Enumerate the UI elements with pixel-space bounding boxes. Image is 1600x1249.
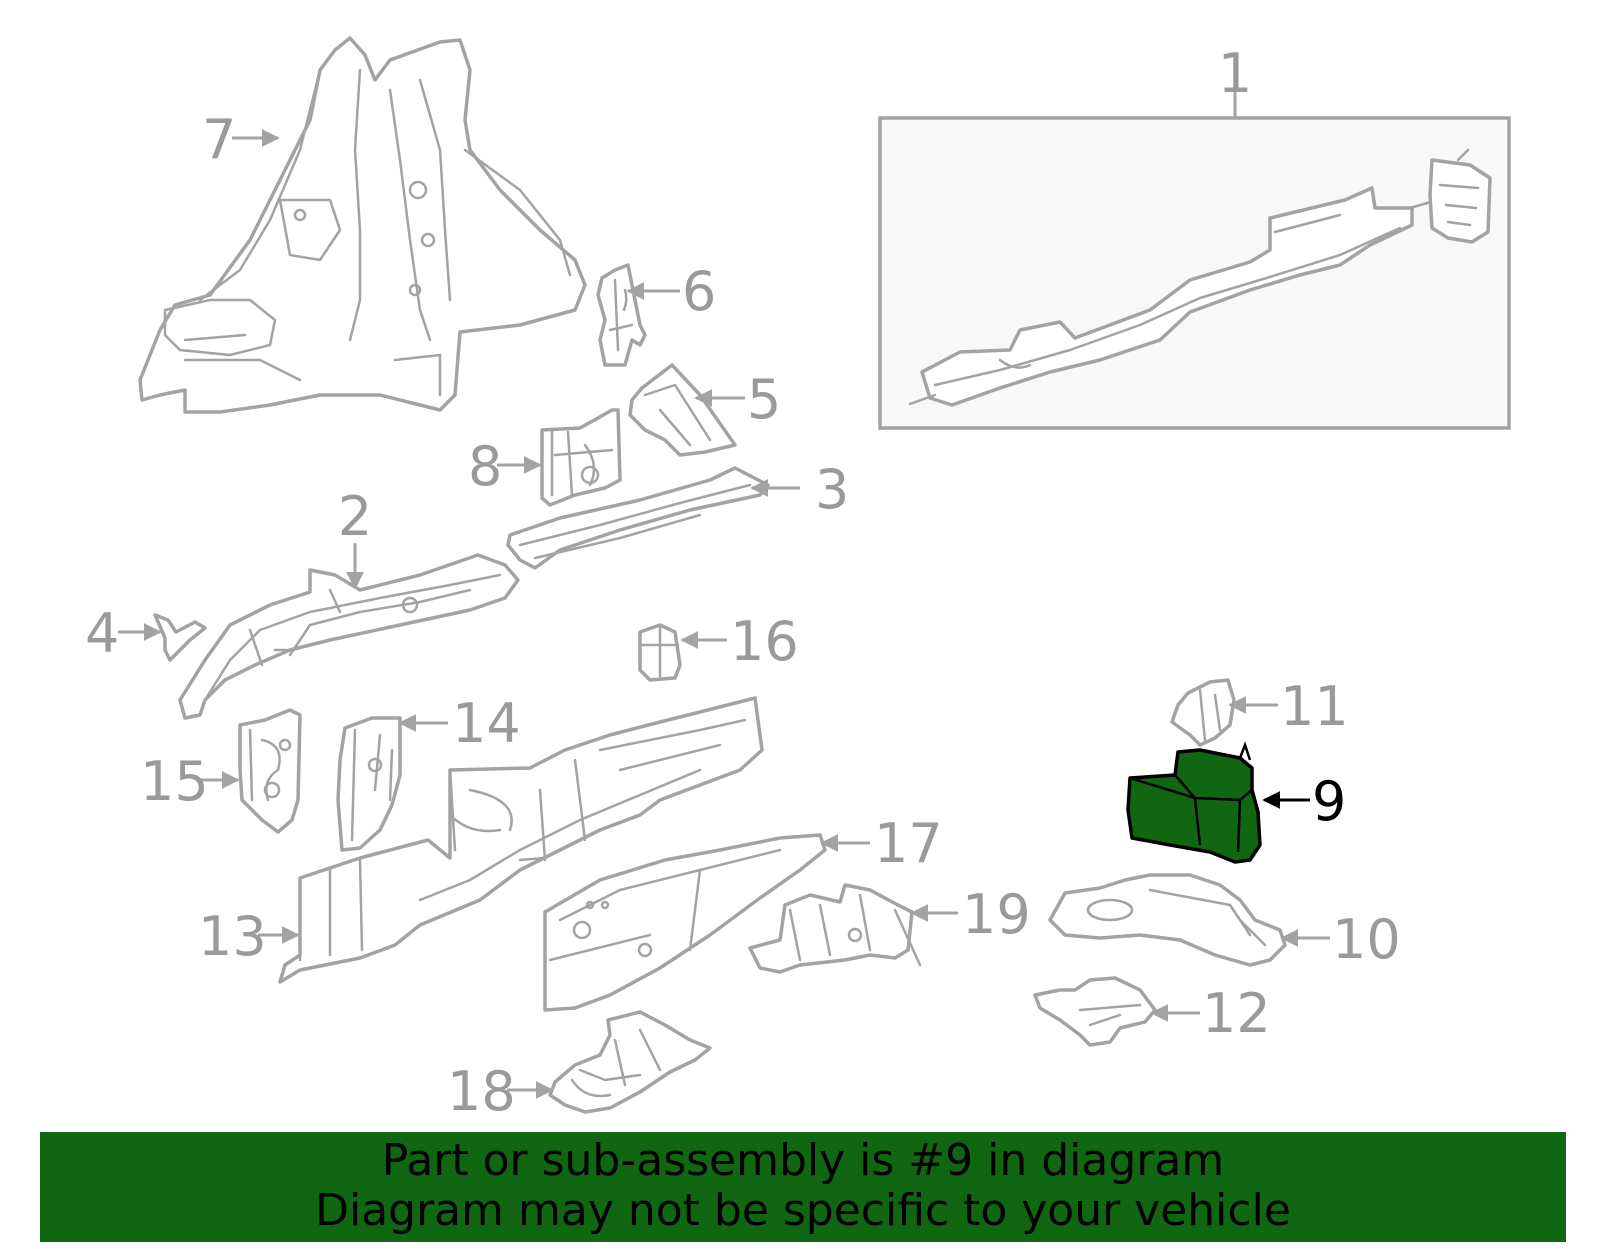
callout-12: 12: [1202, 982, 1271, 1045]
part-16-bracket[interactable]: [638, 623, 682, 682]
part-19-bracket[interactable]: [748, 883, 922, 974]
callout-10: 10: [1332, 908, 1401, 971]
part-13-front-rail[interactable]: [278, 696, 764, 984]
part-14-bracket[interactable]: [336, 716, 402, 852]
part-10-panel[interactable]: [1048, 873, 1287, 967]
part-9-highlighted[interactable]: [1126, 741, 1262, 864]
part-3-sill-panel[interactable]: [506, 466, 770, 570]
part-8-reinforcement[interactable]: [540, 408, 622, 507]
callout-8: 8: [468, 435, 502, 498]
callout-14: 14: [452, 692, 521, 755]
callout-5: 5: [747, 368, 781, 431]
part-12-bracket[interactable]: [1033, 976, 1157, 1047]
part-17-lower-panel[interactable]: [543, 833, 827, 1012]
part-5-gusset[interactable]: [628, 363, 737, 457]
callout-1: 1: [1218, 42, 1252, 105]
banner-line-2: Diagram may not be specific to your vehi…: [315, 1185, 1291, 1236]
callout-3: 3: [815, 458, 849, 521]
callout-4: 4: [85, 602, 119, 665]
callout-19: 19: [962, 883, 1031, 946]
banner-line-1: Part or sub-assembly is #9 in diagram: [381, 1135, 1225, 1186]
callout-11: 11: [1280, 675, 1349, 738]
callout-13: 13: [198, 905, 267, 968]
part-1-assembly[interactable]: [878, 116, 1511, 430]
callout-16: 16: [730, 610, 799, 673]
part-2-rail[interactable]: [178, 553, 520, 720]
callout-7: 7: [202, 108, 236, 171]
callout-6: 6: [682, 260, 716, 323]
callout-2: 2: [338, 485, 372, 548]
part-15-bracket[interactable]: [238, 708, 302, 834]
callout-18: 18: [447, 1060, 516, 1123]
part-6-bracket[interactable]: [596, 263, 647, 367]
part-7-inner-panel[interactable]: [138, 36, 587, 414]
callout-17: 17: [874, 812, 943, 875]
part-18-bracket[interactable]: [548, 1010, 712, 1114]
part-11-bracket[interactable]: [1170, 678, 1236, 747]
callout-15: 15: [140, 750, 209, 813]
callout-9: 9: [1312, 770, 1346, 833]
part-4-clip[interactable]: [153, 613, 207, 662]
info-banner: Part or sub-assembly is #9 in diagram Di…: [40, 1132, 1566, 1242]
